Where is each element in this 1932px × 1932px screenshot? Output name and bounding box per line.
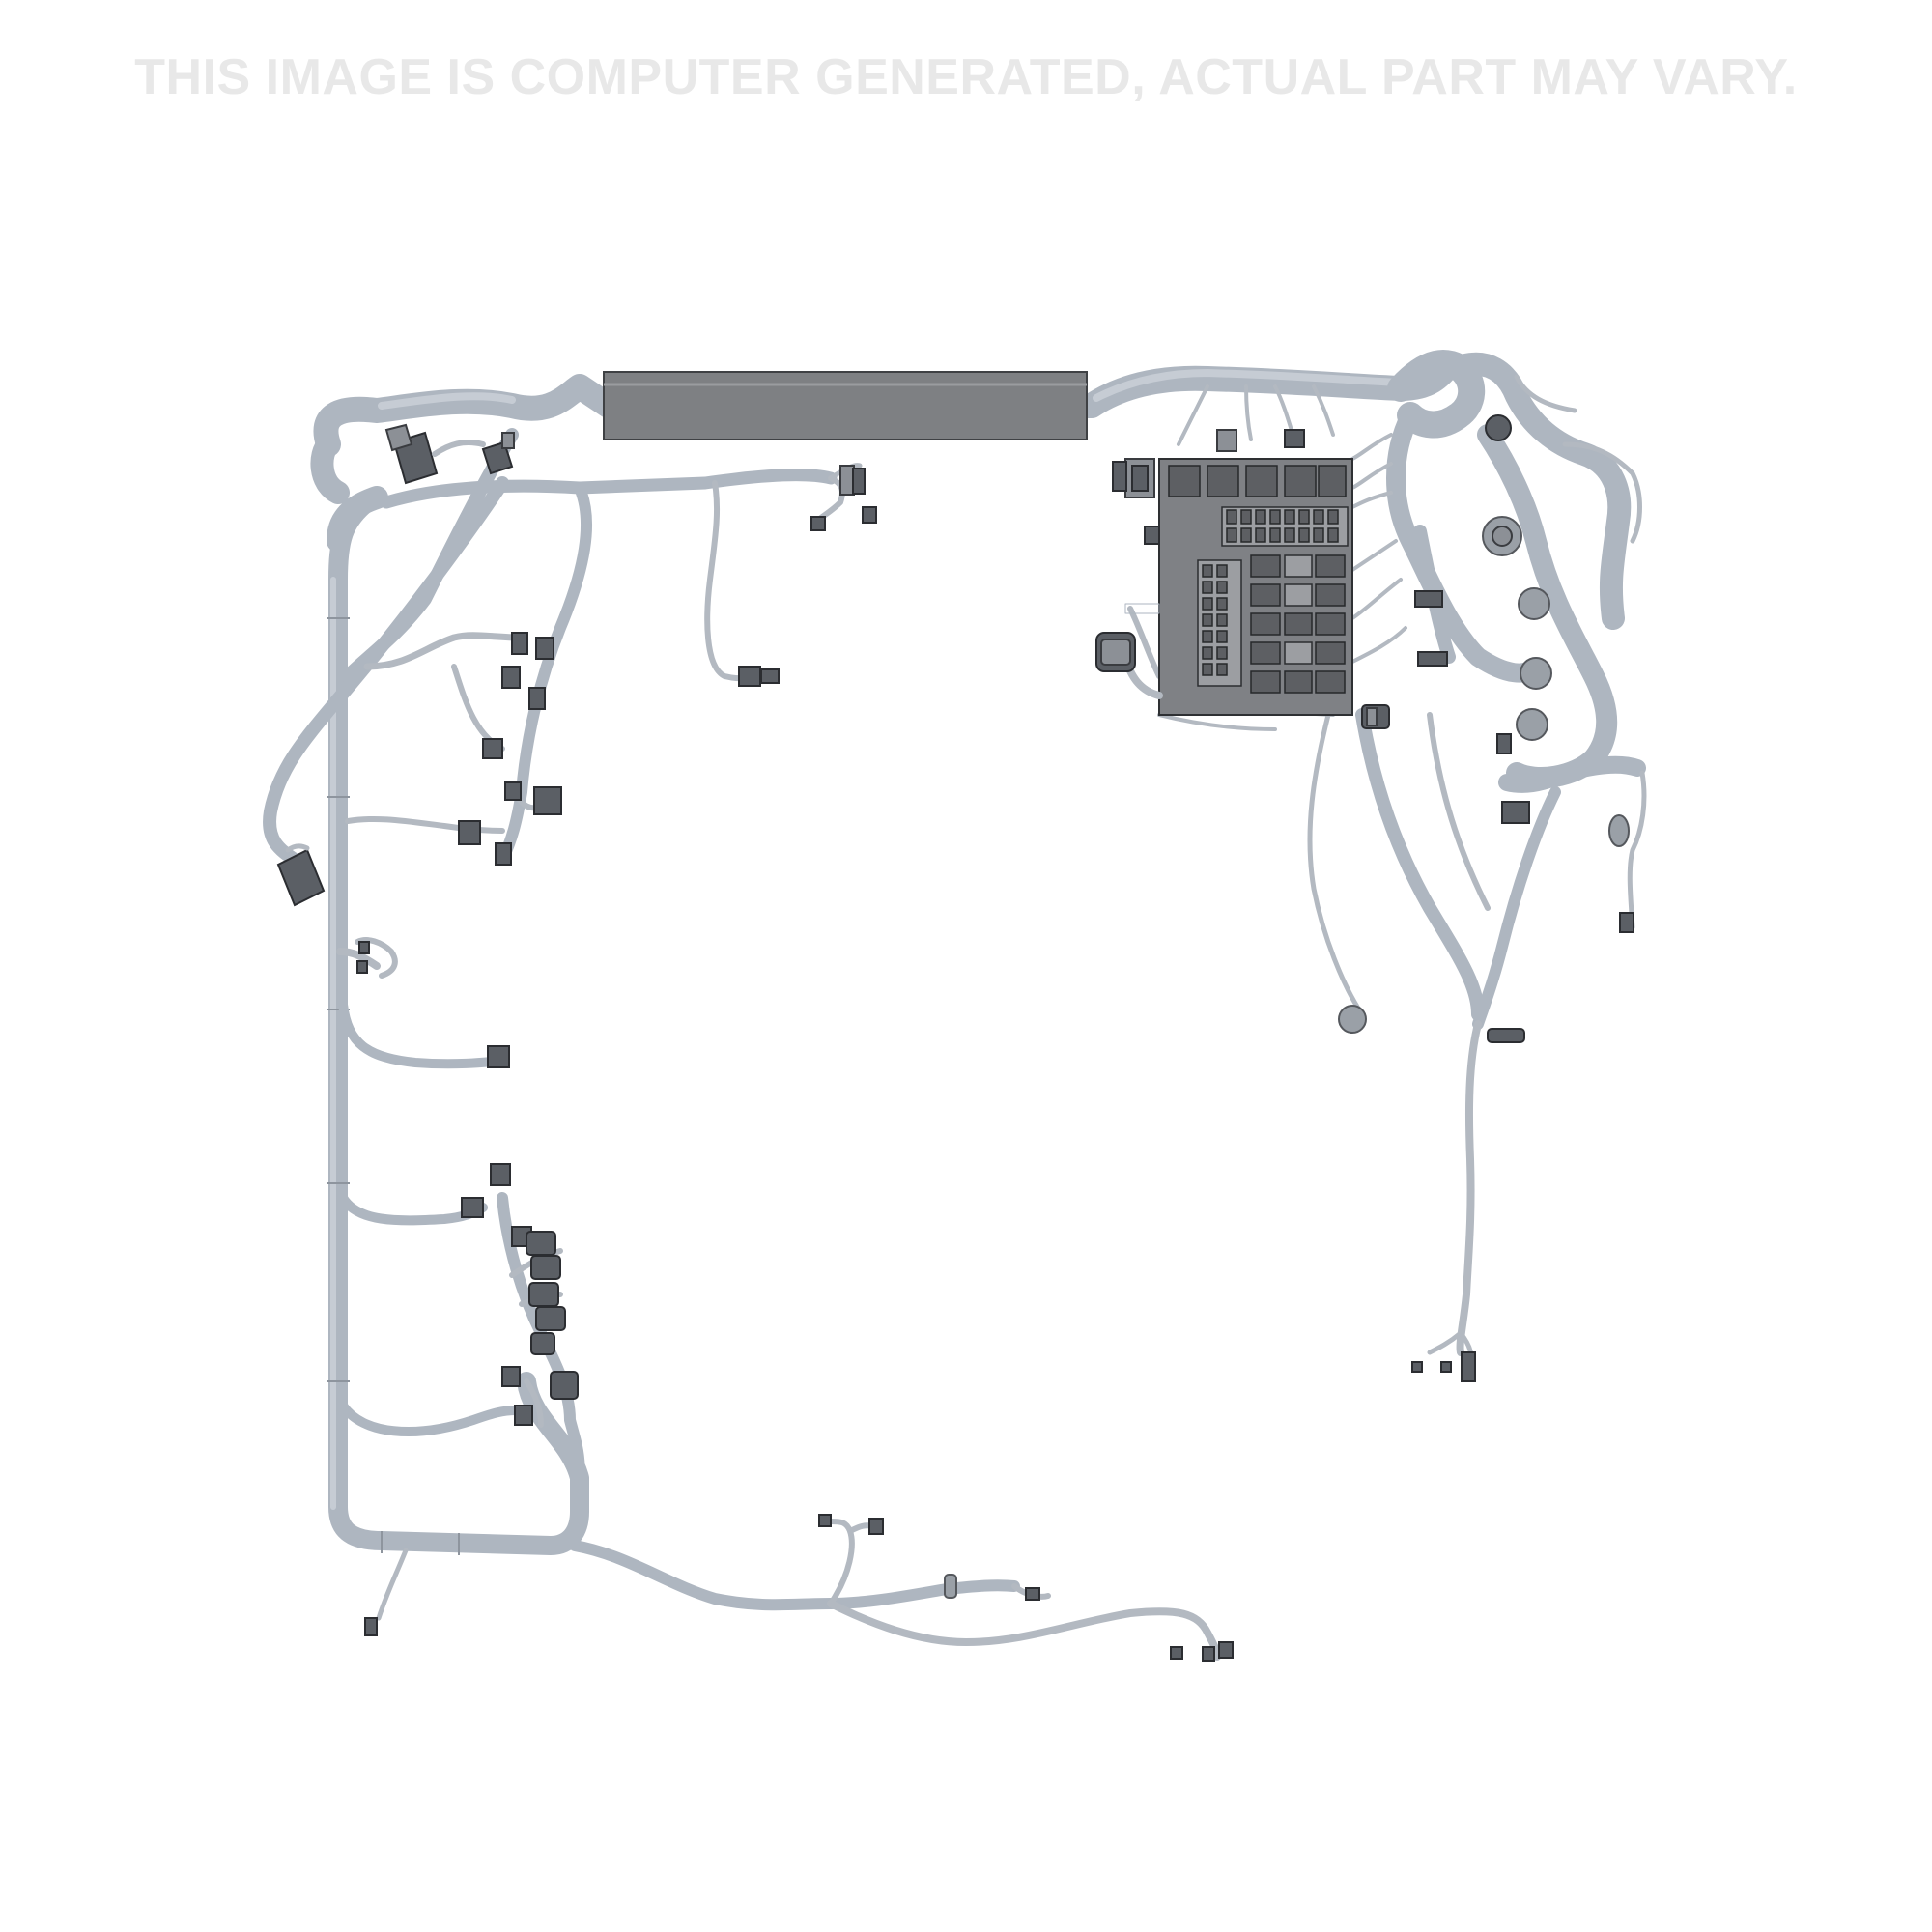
- connector-group-bottom: [364, 1514, 1234, 1662]
- connector-icon: [839, 465, 855, 496]
- disclaimer-watermark: THIS IMAGE IS COMPUTER GENERATED, ACTUAL…: [134, 49, 1798, 105]
- connector-icon: [818, 1514, 832, 1527]
- connector-icon: [530, 1332, 555, 1355]
- branch-left-diagonal: [263, 428, 519, 867]
- connector-icon: [738, 666, 761, 687]
- connector-icon: [514, 1405, 533, 1426]
- fuse-block-upper: [1221, 506, 1349, 547]
- connector-icon: [1170, 1646, 1183, 1660]
- grommet-icon: [1338, 1005, 1367, 1034]
- connector-icon: [1414, 590, 1443, 608]
- grommet-icon: [1516, 708, 1548, 741]
- connector-icon: [533, 786, 562, 815]
- main-trunk-left: [327, 493, 589, 1555]
- branch-upper-middle: [704, 463, 863, 682]
- protective-sleeve-icon: [603, 371, 1088, 440]
- connector-icon: [481, 440, 514, 475]
- connector-icon: [1417, 651, 1448, 667]
- connector-icon: [356, 960, 368, 974]
- connector-icon: [511, 632, 528, 655]
- connector-icon: [1411, 1361, 1423, 1373]
- connector-icon: [458, 820, 481, 845]
- connector-icon: [1461, 1351, 1476, 1382]
- connector-icon: [1485, 414, 1512, 441]
- connector-icon: [530, 1255, 561, 1280]
- connector-icon: [1496, 733, 1512, 754]
- connector-icon: [1202, 1646, 1215, 1662]
- branch-left-side: [336, 937, 585, 1484]
- connector-icon: [504, 781, 522, 801]
- connector-icon: [1284, 429, 1305, 448]
- round-connector-icon: [1095, 632, 1163, 699]
- fuse-relay-box-icon: [1124, 458, 1353, 716]
- grommet-icon: [1608, 814, 1630, 847]
- connector-group-left-side: [356, 941, 579, 1426]
- connector-icon: [501, 1366, 521, 1387]
- grommet-icon: [944, 1574, 957, 1599]
- connector-icon: [535, 1306, 566, 1331]
- relay-block-right: [1250, 554, 1346, 694]
- connector-icon: [528, 1282, 559, 1307]
- connector-icon: [358, 941, 370, 954]
- connector-icon: [1619, 912, 1634, 933]
- fuse-block-left: [1197, 559, 1242, 687]
- connector-icon: [501, 666, 521, 689]
- connector-icon: [550, 1371, 579, 1400]
- grommet-icon: [1520, 657, 1552, 690]
- connector-icon: [535, 637, 554, 660]
- connector-icon: [1218, 1641, 1234, 1659]
- connector-group-top-left: [276, 423, 515, 907]
- grommet-icon: [1518, 587, 1550, 620]
- connector-icon: [276, 848, 326, 907]
- connector-icon: [810, 516, 826, 531]
- connector-icon: [868, 1518, 884, 1535]
- connector-icon: [760, 668, 780, 684]
- connector-icon: [1112, 461, 1127, 492]
- connector-icon: [862, 506, 877, 524]
- connector-icon: [495, 842, 512, 866]
- connector-icon: [1501, 801, 1530, 824]
- connector-icon: [490, 1163, 511, 1186]
- connector-icon: [487, 1045, 510, 1068]
- connector-group-left-column: [458, 632, 562, 866]
- main-trunk-top: [310, 353, 1462, 553]
- connector-icon: [526, 1231, 556, 1256]
- connector-icon: [852, 468, 866, 495]
- connector-icon: [364, 1617, 378, 1636]
- connector-group-upper-middle: [738, 465, 877, 687]
- connector-group-right: [1112, 414, 1634, 1382]
- branch-right-drop: [1307, 374, 1647, 1365]
- connector-icon: [482, 738, 503, 759]
- connector-icon: [1025, 1587, 1040, 1601]
- connector-icon: [1440, 1361, 1452, 1373]
- connector-icon: [1216, 429, 1237, 452]
- connector-icon: [461, 1197, 484, 1218]
- connector-icon: [1487, 1028, 1525, 1043]
- connector-icon: [528, 687, 546, 710]
